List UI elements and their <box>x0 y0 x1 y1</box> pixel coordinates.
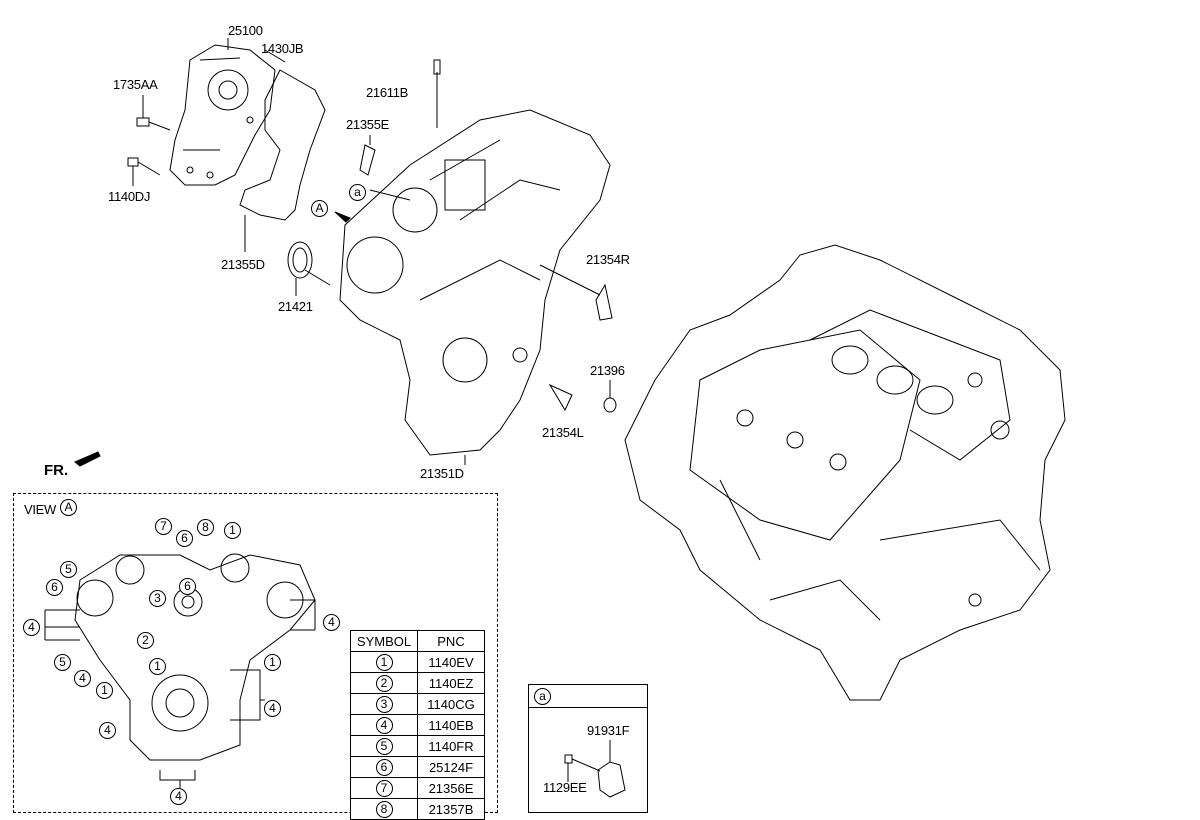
view-letter: A <box>60 499 77 516</box>
bolt-drawings <box>127 95 171 186</box>
gasket-21354R-drawing <box>595 283 613 321</box>
part-label-21611b: 21611B <box>366 85 409 100</box>
part-label-21396: 21396 <box>590 363 625 378</box>
symbol-cell: 2 <box>375 674 393 692</box>
view-callout: 3 <box>149 590 166 607</box>
view-callout: 1 <box>96 682 113 699</box>
part-label-21354l: 21354L <box>542 425 584 440</box>
view-callout: 1 <box>264 654 281 671</box>
table-row: 3 1140CG <box>350 693 485 715</box>
view-callout: 1 <box>149 658 166 675</box>
engine-block-drawing <box>624 244 1066 701</box>
view-callout: 4 <box>23 619 40 636</box>
view-callout: 4 <box>99 722 116 739</box>
detail-a-callout: a <box>534 688 551 705</box>
view-callout: 5 <box>60 561 77 578</box>
front-label: FR. <box>44 462 69 479</box>
symbol-cell: 1 <box>375 653 393 671</box>
bracket-drawing <box>564 740 626 798</box>
detail-a-panel: a <box>528 684 648 813</box>
pnc-cell: 1140EB <box>417 714 485 736</box>
symbol-cell: 6 <box>375 758 393 776</box>
part-label-91931f: 91931F <box>587 723 630 738</box>
part-label-1129ee: 1129EE <box>543 780 587 795</box>
view-callout: 4 <box>74 670 91 687</box>
view-callout: 4 <box>264 700 281 717</box>
view-callout: 4 <box>323 614 340 631</box>
table-row: 6 25124F <box>350 756 485 778</box>
view-callout: 6 <box>179 578 196 595</box>
part-label-1735aa: 1735AA <box>113 77 158 92</box>
water-pump-drawing <box>169 38 286 186</box>
symbol-cell: 5 <box>375 737 393 755</box>
view-callout: 8 <box>197 519 214 536</box>
symbol-cell: 4 <box>375 716 393 734</box>
symbol-cell: 8 <box>375 800 393 818</box>
table-row: 7 21356E <box>350 777 485 799</box>
pnc-cell: 1140CG <box>417 693 485 715</box>
column-header-symbol: SYMBOL <box>350 630 418 652</box>
table-row: 2 1140EZ <box>350 672 485 694</box>
view-a-panel: VIEW A <box>13 493 498 813</box>
callout-a: a <box>349 184 366 201</box>
part-label-21355d: 21355D <box>221 257 265 272</box>
view-a-cover-drawing <box>44 553 316 788</box>
gasket-21354L-drawing <box>548 383 573 412</box>
symbol-cell: 3 <box>375 695 393 713</box>
view-callout: 6 <box>176 530 193 547</box>
view-callout: 2 <box>137 632 154 649</box>
part-label-25100: 25100 <box>228 23 263 38</box>
pnc-cell: 1140FR <box>417 735 485 757</box>
table-header-row: SYMBOL PNC <box>350 630 485 652</box>
column-header-pnc: PNC <box>417 630 485 652</box>
timing-cover-drawing <box>339 59 611 465</box>
part-label-21351d: 21351D <box>420 466 464 481</box>
part-label-21354r: 21354R <box>586 252 630 267</box>
detail-a-header: a <box>529 685 647 708</box>
front-arrow-icon <box>74 451 101 467</box>
table-row: 8 21357B <box>350 798 485 820</box>
table-row: 1 1140EV <box>350 651 485 673</box>
symbol-pnc-table: SYMBOL PNC 1 1140EV 2 1140EZ 3 1140CG 4 1140… <box>350 630 485 820</box>
view-title: VIEW <box>24 502 57 517</box>
view-callout: 4 <box>170 788 187 805</box>
oil-seal-drawing <box>287 241 313 279</box>
part-label-21421: 21421 <box>278 299 313 314</box>
table-row: 5 1140FR <box>350 735 485 757</box>
pnc-cell: 21356E <box>417 777 485 799</box>
pnc-cell: 25124F <box>417 756 485 778</box>
gasket-drawing <box>239 69 326 221</box>
view-callout: 1 <box>224 522 241 539</box>
pnc-cell: 1140EZ <box>417 672 485 694</box>
table-row: 4 1140EB <box>350 714 485 736</box>
gasket-21355E-drawing <box>359 144 376 176</box>
view-callout: 5 <box>54 654 71 671</box>
part-label-1140dj: 1140DJ <box>108 189 151 204</box>
pnc-cell: 21357B <box>417 798 485 820</box>
part-label-21355e: 21355E <box>346 117 390 132</box>
view-a-arrow-icon <box>334 211 351 223</box>
pnc-cell: 1140EV <box>417 651 485 673</box>
symbol-cell: 7 <box>375 779 393 797</box>
view-callout: 6 <box>46 579 63 596</box>
part-label-1430jb: 1430JB <box>261 41 304 56</box>
view-callout: 7 <box>155 518 172 535</box>
callout-view-a: A <box>311 200 328 217</box>
